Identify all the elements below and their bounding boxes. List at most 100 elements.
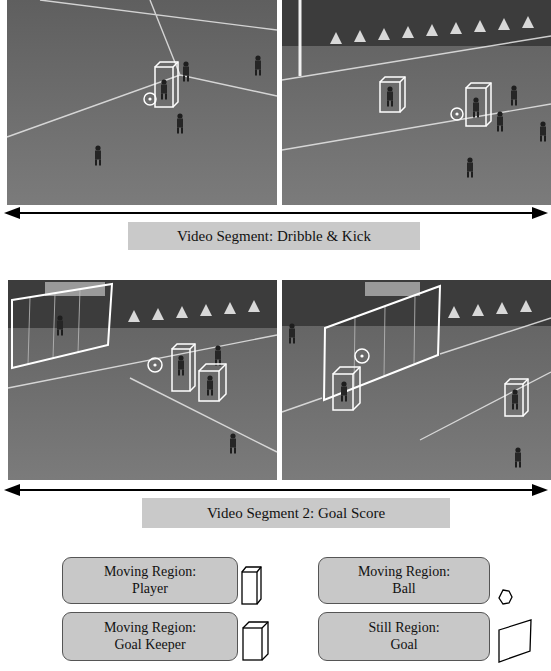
- ball-mark: [144, 93, 156, 105]
- keeper-prism: [333, 367, 360, 410]
- segment-arrow: [4, 207, 548, 219]
- frame-dribble-1-part: [161, 79, 167, 99]
- billboards-part: [200, 304, 212, 316]
- frame-goal-1-part: [215, 345, 221, 365]
- player-prism-part: [505, 379, 528, 416]
- frame-dribble-1-part: [7, 0, 277, 205]
- frame-goal-2: [282, 280, 551, 480]
- keeper-prism-part: [353, 367, 360, 374]
- frame-goal-2-part: [282, 280, 551, 480]
- billboards: [330, 16, 534, 44]
- frame-goal-2-part: [512, 389, 518, 409]
- player-prism-part: [505, 384, 523, 416]
- caption-text: Video Segment 2: Goal Score: [207, 505, 385, 522]
- player-prism: [505, 379, 528, 416]
- player-prism-part: [155, 67, 173, 107]
- frame-goal-2-part: [289, 323, 295, 343]
- player-prism-part: [155, 62, 178, 107]
- legend-item: Moving Region: Goal Keeper: [62, 612, 238, 661]
- ball-mark: [355, 349, 369, 363]
- player-prism: [155, 62, 178, 107]
- player-prism-part: [172, 349, 190, 391]
- billboards-part: [496, 302, 508, 314]
- frame-goal-1-part: [207, 375, 213, 395]
- ball-mark-part: [355, 349, 369, 363]
- goal-outline: [12, 284, 112, 368]
- billboards: [448, 300, 532, 318]
- ball-mark-part: [455, 112, 458, 115]
- player-prism-part: [523, 379, 528, 384]
- ball-mark-part: [148, 358, 162, 372]
- billboards-part: [472, 304, 484, 316]
- billboards-part: [248, 300, 260, 312]
- billboards-part: [378, 28, 390, 40]
- player-prism-part: [173, 62, 178, 67]
- segment-arrow-part: [4, 484, 20, 496]
- frame-dribble-1-part: [95, 145, 101, 165]
- goal-outline-part: [324, 286, 440, 400]
- frame-goal-2-part: [282, 280, 551, 326]
- legend-item: Moving Region: Player: [62, 557, 238, 604]
- frame-dribble-2-part: [540, 121, 546, 141]
- legend-sample-goal-part: [499, 620, 531, 662]
- billboards-part: [474, 20, 486, 32]
- frame-goal-1-part: [57, 315, 63, 335]
- frame-dribble-1: [7, 0, 277, 205]
- billboards: [128, 300, 260, 322]
- frame-dribble-2-part: [282, 0, 551, 205]
- segment-caption: Video Segment: Dribble & Kick: [128, 222, 420, 250]
- ball-mark-part: [144, 93, 156, 105]
- legend-sample-player-part: [242, 572, 257, 604]
- legend-item: Still Region: Goal: [318, 612, 490, 661]
- frame-goal-2-part: [282, 318, 551, 440]
- segment-arrow: [4, 484, 548, 496]
- frame-goal-2-part: [515, 447, 521, 467]
- player-prism-part: [466, 83, 491, 126]
- legend-sample-player-part: [242, 567, 261, 604]
- billboards-part: [522, 16, 534, 28]
- segment-caption: Video Segment 2: Goal Score: [142, 498, 450, 528]
- frame-dribble-1-part: [255, 55, 261, 75]
- keeper-prism-part: [199, 371, 219, 401]
- segment-arrow-part: [18, 212, 534, 214]
- player-prism: [172, 344, 195, 391]
- frame-dribble-2-part: [282, 36, 551, 150]
- billboards-part: [128, 310, 140, 322]
- legend-sample-ball: [499, 590, 512, 604]
- billboards-part: [176, 306, 188, 318]
- player-prism-part: [466, 88, 486, 126]
- frame-dribble-2-part: [299, 0, 302, 76]
- segment-arrow-part: [532, 484, 548, 496]
- segment-arrow-part: [18, 489, 534, 491]
- player-prism-part: [486, 83, 491, 88]
- legend-text: Still Region: Goal: [354, 620, 454, 652]
- frame-dribble-2-part: [497, 111, 503, 131]
- keeper-prism: [199, 364, 226, 401]
- keeper-prism-part: [199, 364, 226, 401]
- frame-goal-1-part: [230, 433, 236, 453]
- frame-goal-2-part: [365, 282, 420, 296]
- billboards-part: [450, 22, 462, 34]
- player-prism-part: [190, 344, 195, 349]
- frame-goal-1: [8, 280, 277, 480]
- legend-sample-player-part: [257, 567, 261, 572]
- ball-mark: [148, 358, 162, 372]
- billboards-part: [224, 302, 236, 314]
- ball-mark-part: [148, 97, 151, 100]
- billboards-part: [520, 300, 532, 312]
- legend-sample-keeper: [243, 622, 268, 660]
- legend-sample-goal: [499, 620, 531, 662]
- ball-mark-part: [451, 108, 463, 120]
- ball-mark-part: [360, 354, 363, 357]
- caption-text: Video Segment: Dribble & Kick: [177, 228, 371, 245]
- legend-text: Moving Region: Goal Keeper: [100, 620, 200, 652]
- frame-dribble-1-part: [183, 61, 189, 81]
- frame-goal-1-part: [178, 355, 184, 375]
- billboards-part: [152, 308, 164, 320]
- billboards-part: [426, 24, 438, 36]
- billboards-part: [448, 306, 460, 318]
- frame-dribble-2-part: [467, 157, 473, 177]
- segment-arrow-part: [532, 207, 548, 219]
- legend-sample-keeper-part: [262, 622, 268, 628]
- goal-outline-part: [354, 295, 415, 388]
